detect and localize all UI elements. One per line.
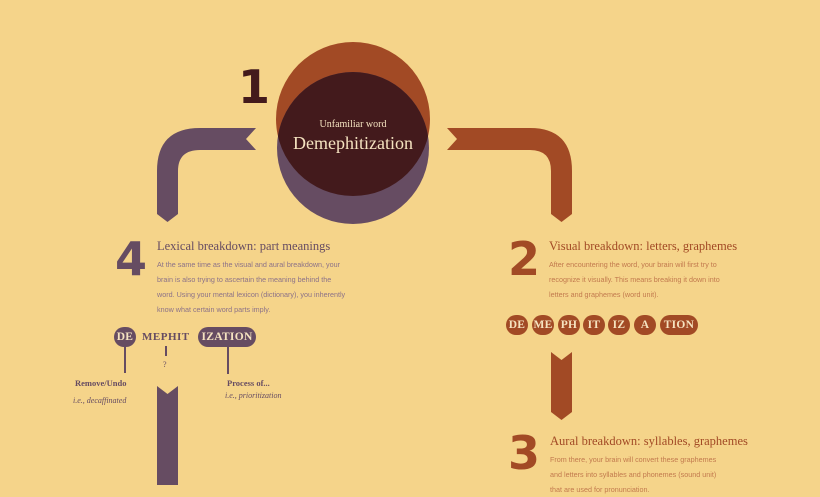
arrow-to-step2: [447, 128, 572, 222]
grapheme-pill: IT: [583, 315, 605, 335]
grapheme-pill: IZ: [608, 315, 630, 335]
grapheme-pill: PH: [558, 315, 580, 335]
stem-de: [124, 345, 126, 373]
part-ization-meaning: Process of...: [227, 378, 270, 388]
step4-title: Lexical breakdown: part meanings: [157, 239, 331, 253]
part-de: DE: [114, 327, 136, 347]
arrow-down-step4: [157, 386, 178, 485]
step4-description: At the same time as the visual and aural…: [157, 260, 346, 314]
stem-mephit: [165, 346, 167, 356]
diagram-shapes: [124, 42, 572, 485]
step3-title: Aural breakdown: syllables, graphemes: [550, 434, 748, 448]
step3-description: From there, your brain will convert thes…: [550, 455, 717, 494]
grapheme-pill: DE: [506, 315, 528, 335]
step4-number: 4: [115, 232, 148, 286]
step1-label: Unfamiliar word: [319, 119, 387, 130]
part-mephit: MEPHIT: [142, 331, 190, 343]
part-ization: IZATION: [198, 327, 256, 347]
arrow-to-step3: [551, 352, 572, 420]
step2-description: After encountering the word, your brain …: [549, 260, 720, 299]
step3-number: 3: [508, 426, 541, 480]
step2-number: 2: [508, 232, 541, 286]
step2-title: Visual breakdown: letters, graphemes: [549, 239, 738, 253]
part-de-example: i.e., decaffinated: [73, 396, 127, 405]
arrow-to-step4: [157, 128, 256, 222]
part-ization-example: i.e., prioritization: [225, 391, 282, 400]
step1-word: Demephitization: [293, 133, 413, 153]
grapheme-pill: A: [634, 315, 656, 335]
part-de-meaning: Remove/Undo: [75, 378, 127, 388]
step1-number: 1: [238, 60, 271, 114]
part-mephit-meaning: ?: [163, 360, 167, 369]
stem-ization: [227, 346, 229, 374]
grapheme-pill: ME: [532, 315, 554, 335]
grapheme-pill: TION: [660, 315, 698, 335]
